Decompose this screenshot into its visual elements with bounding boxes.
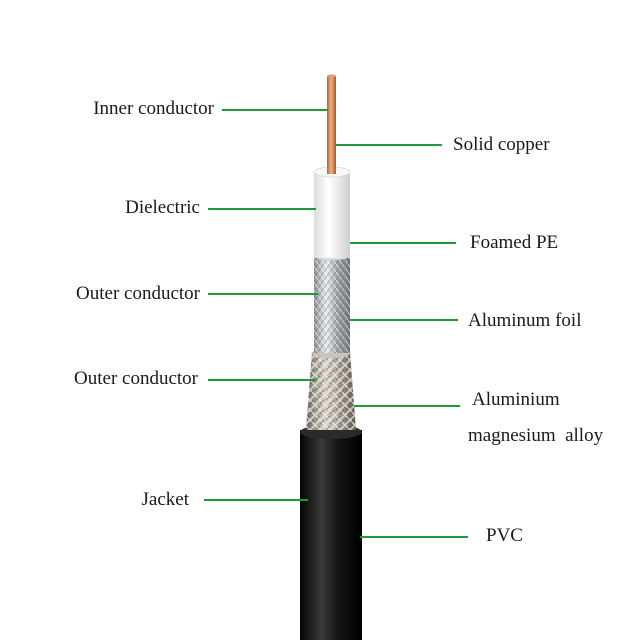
leader-line-dielectric — [208, 208, 316, 210]
label-jacket: Jacket — [141, 489, 189, 510]
leader-line-foamed-pe — [350, 242, 456, 244]
label-foamed-pe: Foamed PE — [470, 232, 559, 253]
label-pvc: PVC — [486, 525, 523, 546]
leader-line-inner-conductor — [222, 109, 328, 111]
label-solid-copper: Solid copper — [453, 134, 550, 155]
label-outer-conductor-foil: Outer conductor — [76, 283, 200, 304]
leader-line-jacket — [204, 499, 308, 501]
label-inner-conductor: Inner conductor — [93, 98, 214, 119]
leader-line-pvc — [360, 536, 468, 538]
label-dielectric: Dielectric — [125, 197, 200, 218]
label-outer-conductor-braid: Outer conductor — [74, 368, 198, 389]
dielectric-layer — [313, 166, 351, 258]
jacket-layer — [300, 425, 362, 640]
braid-layer — [306, 348, 356, 430]
label-aluminum-foil: Aluminum foil — [468, 310, 582, 331]
label-magnesium-alloy: magnesium alloy — [468, 425, 604, 446]
copper-conductor — [327, 74, 336, 174]
leader-line-aluminum-foil — [350, 319, 458, 321]
foil-layer — [314, 252, 350, 353]
leader-line-solid-copper — [336, 144, 442, 146]
leader-line-outer-conductor-1 — [208, 293, 318, 295]
leader-line-outer-conductor-2 — [208, 379, 316, 381]
label-aluminium: Aluminium — [472, 389, 560, 410]
leader-line-aluminium — [354, 405, 460, 407]
